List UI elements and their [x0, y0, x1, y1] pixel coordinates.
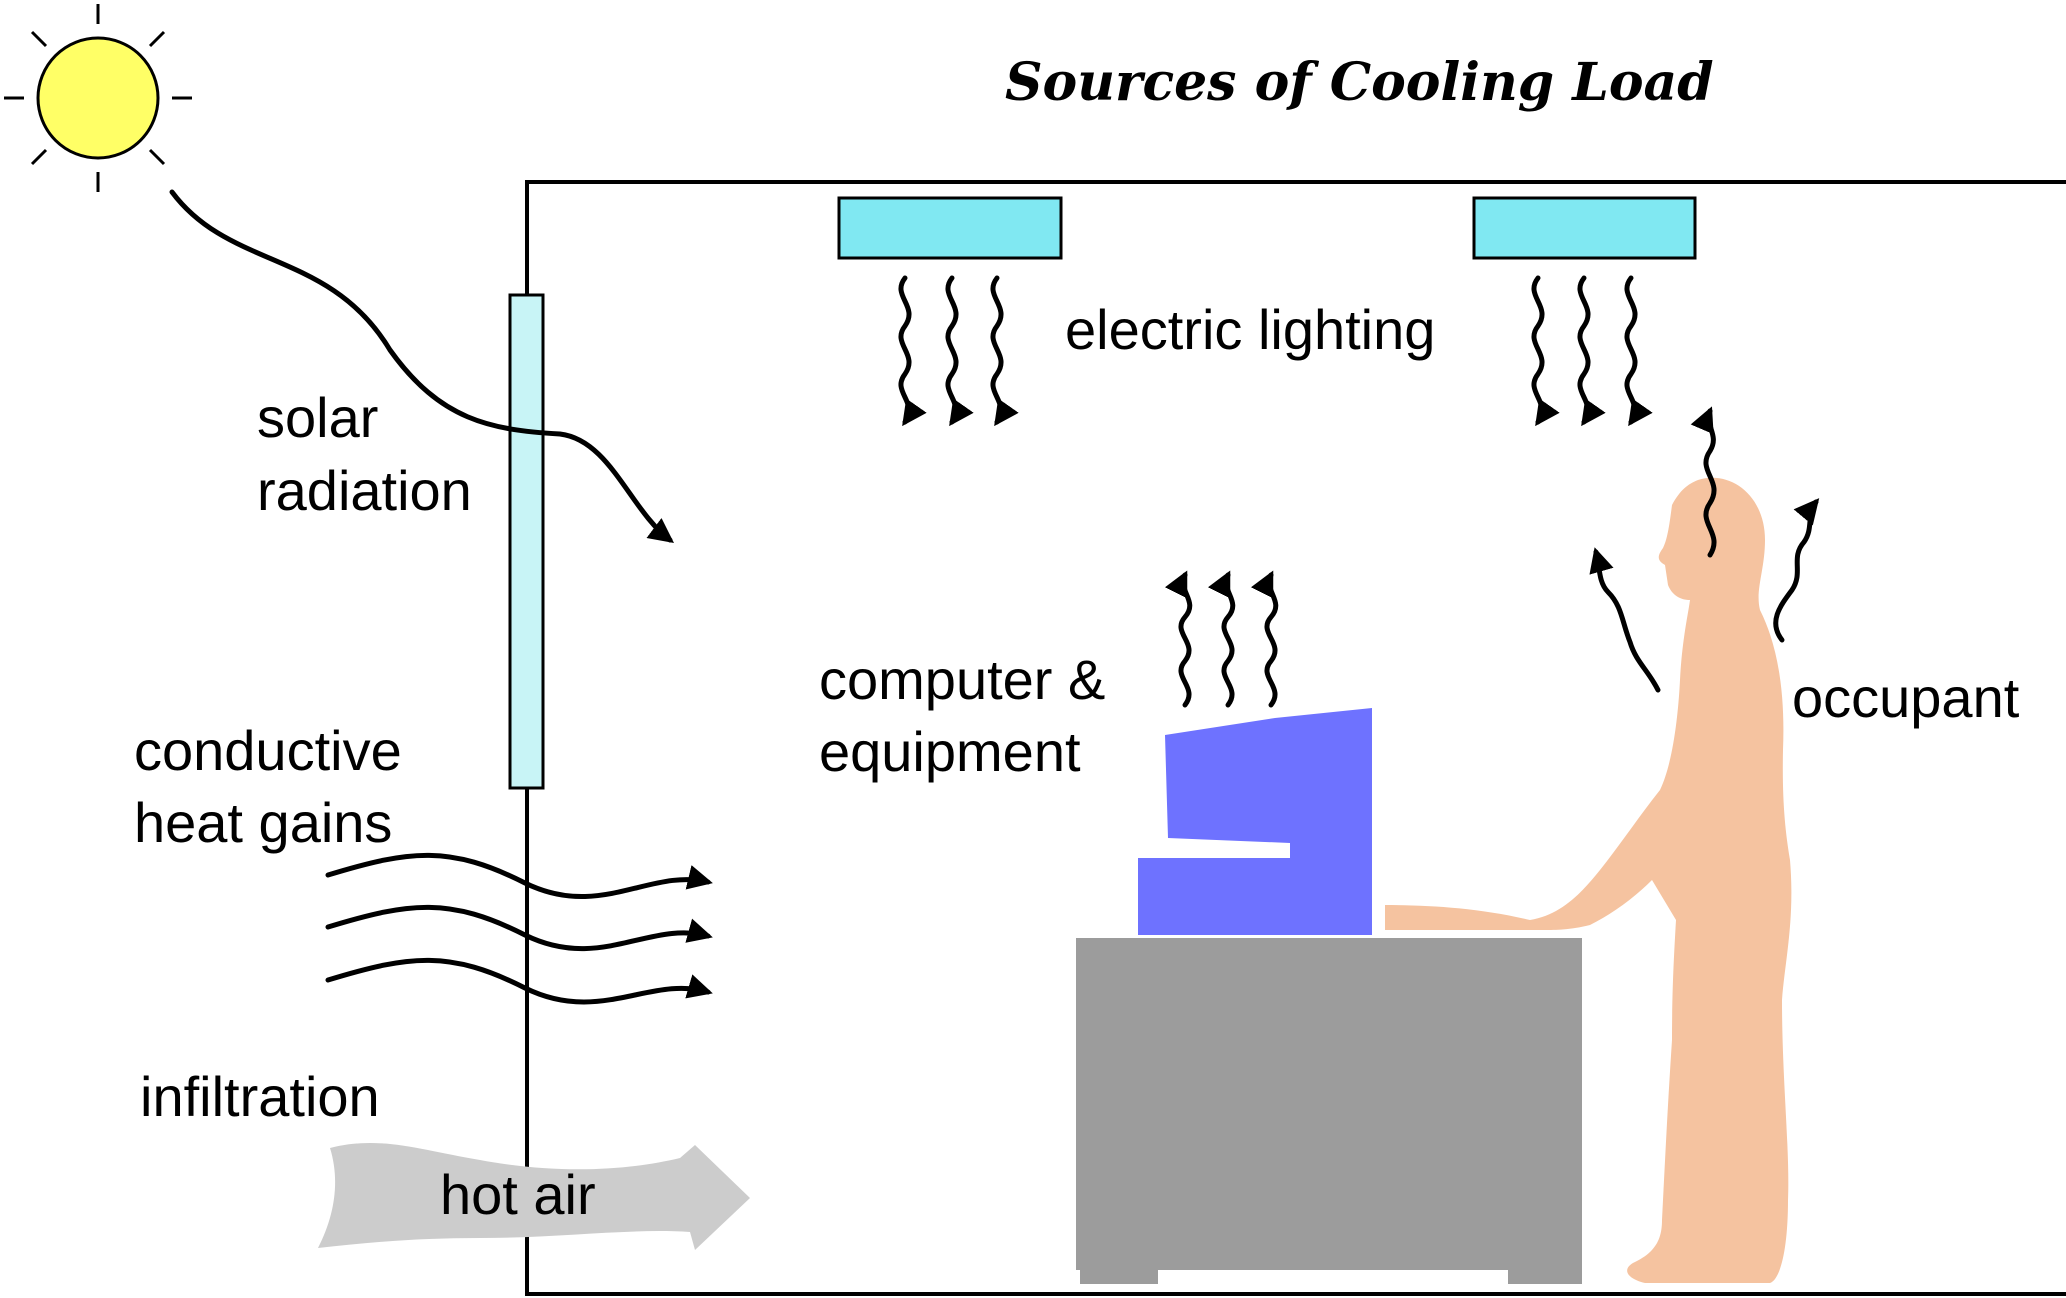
lighting-heat-waves-right	[1531, 275, 1653, 427]
solar-radiation-arrow	[169, 189, 674, 544]
light-fixture-left	[837, 196, 1063, 260]
occupant-label: occupant	[1792, 666, 2020, 729]
sun-icon	[4, 4, 192, 192]
desk-leg-right	[1508, 1266, 1582, 1284]
hot-air-label: hot air	[440, 1163, 596, 1226]
computer-monitor	[1138, 708, 1372, 935]
window-glass	[508, 293, 545, 790]
computer-equipment-label-line1: computer &	[819, 648, 1105, 711]
desk	[1076, 938, 1582, 1284]
diagram-title: Sources of Cooling Load	[1005, 52, 1714, 113]
sun-disc	[36, 36, 160, 160]
solar-radiation-label-line2: radiation	[257, 459, 472, 522]
solar-radiation-label-line1: solar	[257, 386, 378, 449]
computer-equipment-label-line2: equipment	[819, 720, 1081, 783]
computer-heat-waves	[1164, 570, 1279, 708]
conductive-heat-arrows	[325, 852, 713, 1005]
room-outline	[525, 180, 2066, 1296]
light-fixture-right	[1472, 196, 1697, 260]
lighting-heat-waves-left	[898, 275, 1019, 427]
conductive-heat-gains-label-line1: conductive	[134, 719, 402, 782]
hot-air-arrow	[318, 1142, 750, 1250]
desk-leg-left	[1080, 1266, 1158, 1284]
occupant-figure	[1385, 477, 1792, 1283]
conductive-heat-gains-label-line2: heat gains	[134, 791, 392, 854]
occupant-heat-waves	[1589, 406, 1820, 693]
infiltration-label: infiltration	[140, 1065, 380, 1128]
electric-lighting-label: electric lighting	[1065, 298, 1435, 361]
desk-top	[1076, 938, 1582, 1270]
computer-icon	[1138, 708, 1372, 935]
